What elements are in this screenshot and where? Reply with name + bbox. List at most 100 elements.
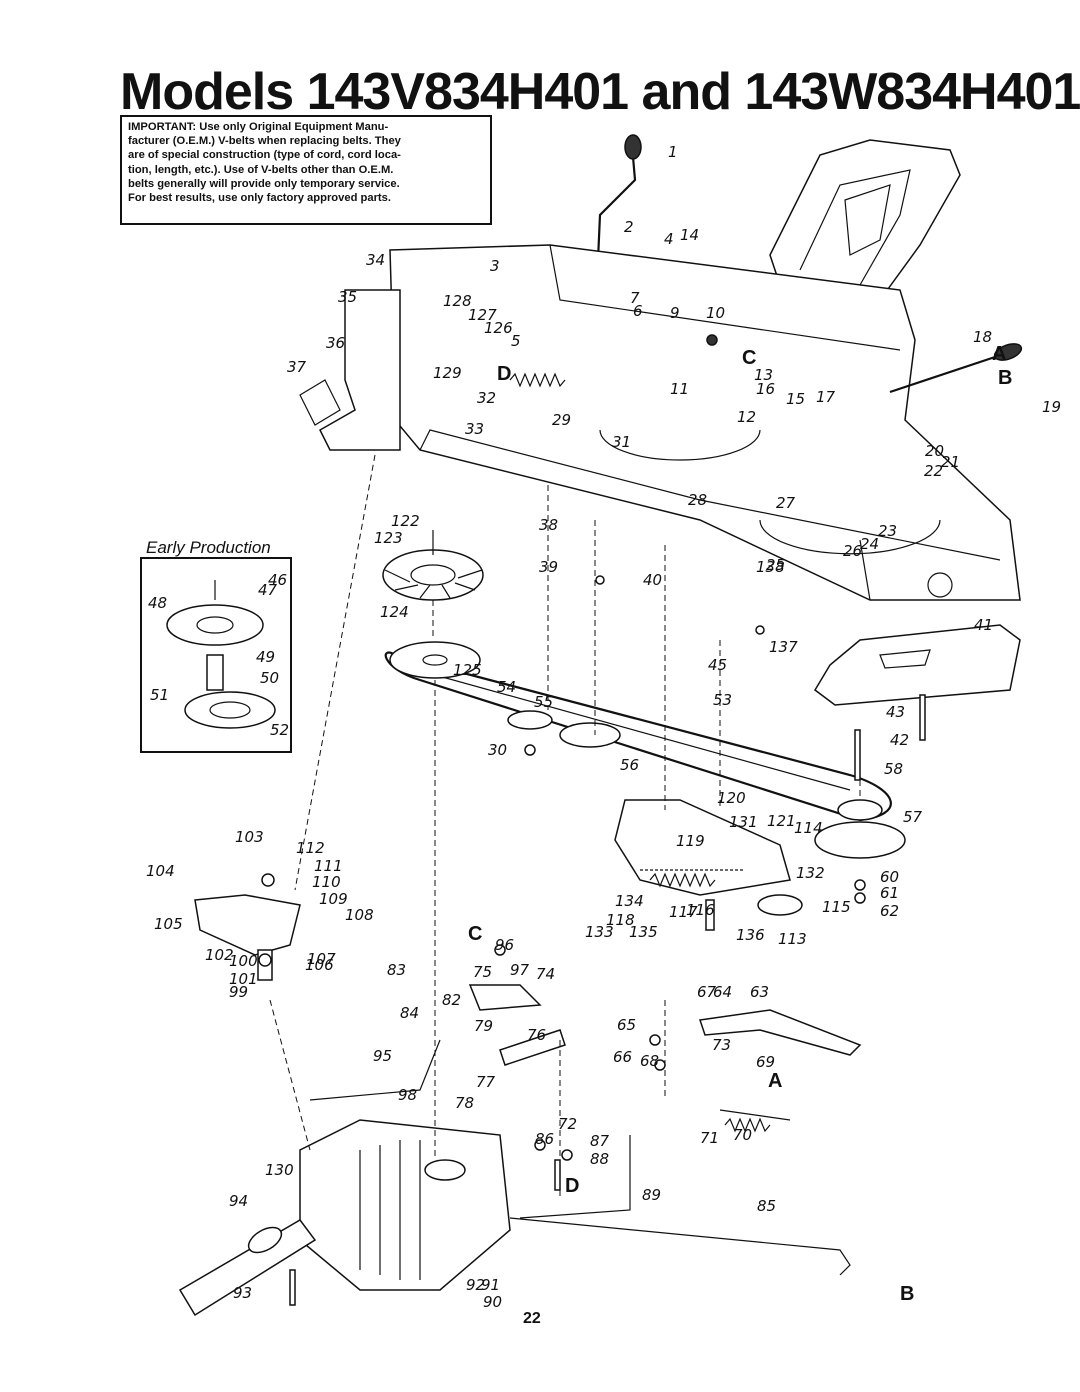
part-label: 112 xyxy=(296,839,325,857)
part-label: 5 xyxy=(511,332,521,350)
part-label: 74 xyxy=(536,965,555,983)
notice-line: belts generally will provide only tempor… xyxy=(128,177,400,190)
part-label: 21 xyxy=(941,453,960,471)
part-label: 62 xyxy=(880,902,899,920)
part-label: 18 xyxy=(973,328,992,346)
part-label: 65 xyxy=(617,1016,636,1034)
part-label: 17 xyxy=(816,388,836,406)
part-label: 95 xyxy=(373,1047,392,1065)
fasteners xyxy=(258,334,926,1306)
part-label: 11 xyxy=(670,380,689,398)
part-label: 58 xyxy=(884,760,903,778)
engine-pulley xyxy=(389,641,481,679)
part-label: 72 xyxy=(558,1115,577,1133)
part-label: 12 xyxy=(737,408,756,426)
part-label: 88 xyxy=(590,1150,609,1168)
part-label: 16 xyxy=(756,380,775,398)
part-label: 15 xyxy=(786,390,805,408)
part-label: 98 xyxy=(398,1086,417,1104)
part-label: 52 xyxy=(270,721,289,739)
part-label: 84 xyxy=(400,1004,419,1022)
part-label: 60 xyxy=(880,868,899,886)
part-label: 13 xyxy=(754,366,773,384)
part-label: 20 xyxy=(925,442,944,460)
part-label: 1 xyxy=(668,143,678,161)
part-label: 45 xyxy=(708,656,727,674)
part-label: 67 xyxy=(697,983,717,1001)
notice-line: are of special construction (type of cor… xyxy=(128,149,401,162)
part-label: 121 xyxy=(767,812,796,830)
part-label: 126 xyxy=(484,319,513,337)
part-label: 23 xyxy=(878,522,897,540)
part-label: 36 xyxy=(326,334,345,352)
part-label: 130 xyxy=(265,1161,294,1179)
part-label: 91 xyxy=(481,1276,500,1294)
part-label: 79 xyxy=(474,1017,493,1035)
part-label: 9 xyxy=(670,304,680,322)
transaxle xyxy=(178,1119,511,1317)
part-label: 64 xyxy=(713,983,732,1001)
part-label: 71 xyxy=(700,1129,719,1147)
part-label: 131 xyxy=(729,813,758,831)
part-label: 54 xyxy=(497,678,516,696)
steering-lever xyxy=(596,134,642,261)
part-label: 93 xyxy=(233,1284,252,1302)
notice-line: IMPORTANT: Use only Original Equipment M… xyxy=(128,121,389,133)
part-label: 50 xyxy=(260,669,279,687)
part-label: 119 xyxy=(676,832,705,850)
part-label: 26 xyxy=(843,542,862,560)
part-label: 113 xyxy=(778,930,807,948)
idler-bracket xyxy=(614,799,791,896)
part-label: 40 xyxy=(643,571,662,589)
section-mark-a: A xyxy=(992,343,1006,365)
notice-line: facturer (O.E.M.) V-belts when replacing… xyxy=(128,135,401,148)
page-title: Models 143V834H401 and 143W834H401 xyxy=(120,63,1080,121)
section-mark-d: D xyxy=(497,363,511,385)
part-label: 111 xyxy=(314,857,343,875)
part-label: 78 xyxy=(455,1094,474,1112)
part-label: 43 xyxy=(886,703,905,721)
part-label: 123 xyxy=(374,529,403,547)
part-label: 32 xyxy=(477,389,496,407)
part-label: 76 xyxy=(527,1026,546,1044)
part-label: 135 xyxy=(629,923,658,941)
part-label: 132 xyxy=(796,864,825,882)
part-label: 4 xyxy=(664,230,674,248)
part-label: 122 xyxy=(391,512,420,530)
part-label: 34 xyxy=(366,251,385,269)
part-label: 70 xyxy=(733,1126,752,1144)
part-label: 89 xyxy=(642,1186,661,1204)
cooling-fan xyxy=(382,530,484,601)
part-label: 46 xyxy=(268,571,287,589)
part-label: 6 xyxy=(633,302,643,320)
section-mark-c: C xyxy=(468,923,482,945)
part-label: 25 xyxy=(766,556,785,574)
part-label: 66 xyxy=(613,1048,632,1066)
part-label: 94 xyxy=(229,1192,248,1210)
part-label: 115 xyxy=(822,898,851,916)
part-label: 61 xyxy=(880,884,899,902)
part-label: 83 xyxy=(387,961,406,979)
part-label: 128 xyxy=(443,292,472,310)
inset-fan xyxy=(166,580,276,729)
part-label: 104 xyxy=(146,862,175,880)
section-mark-a: A xyxy=(768,1070,782,1092)
part-label: 42 xyxy=(890,731,909,749)
notice-line: For best results, use only factory appro… xyxy=(128,192,391,205)
part-label: 103 xyxy=(235,828,264,846)
part-label: 138 xyxy=(756,558,785,576)
part-label: 133 xyxy=(585,923,614,941)
idler-pulley xyxy=(507,710,621,748)
notice-line: tion, length, etc.). Use of V-belts othe… xyxy=(128,163,394,176)
part-label: 134 xyxy=(615,892,644,910)
part-label: 96 xyxy=(495,936,514,954)
part-label: 30 xyxy=(488,741,507,759)
important-notice-box: IMPORTANT: Use only Original Equipment M… xyxy=(120,115,492,225)
section-mark-b: B xyxy=(998,367,1012,389)
part-label: 19 xyxy=(1042,398,1061,416)
brake-linkage xyxy=(468,984,862,1121)
part-label: 106 xyxy=(305,956,334,974)
part-label: 97 xyxy=(510,961,530,979)
main-frame xyxy=(389,244,1021,601)
part-label: 63 xyxy=(750,983,769,1001)
